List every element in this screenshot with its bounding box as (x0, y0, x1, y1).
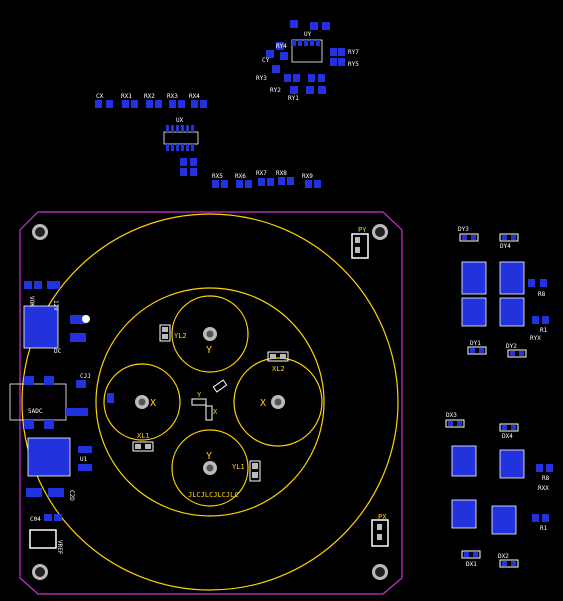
label-u1: U1 (80, 456, 88, 463)
yl2-label: YL2 (174, 332, 187, 340)
jlc-text: JLCJLCJLCJLC (188, 491, 239, 499)
coil-y-top (171, 295, 249, 373)
ux-label: UX (176, 117, 184, 124)
rx4-label: RX4 (189, 93, 200, 100)
inner-coil-circle (95, 287, 325, 517)
ryx-label: RYX (530, 335, 541, 342)
xl1-connector (132, 441, 154, 452)
label-vref: VREF (56, 540, 63, 555)
coil-label-x-left: X (150, 398, 156, 409)
r8-x-label: R8 (542, 475, 550, 482)
dx4-label: DX4 (502, 433, 513, 440)
label-12v: 12V (52, 300, 59, 311)
r1-x-label: R1 (540, 525, 548, 532)
coil-y-bottom (171, 429, 249, 507)
ry1-label: RY1 (288, 95, 299, 102)
yl2-connector (159, 324, 171, 342)
center-x-label: X (213, 408, 218, 416)
mid-row-resistors (95, 100, 207, 108)
mounting-holes (32, 224, 388, 580)
label-cjj: CJJ (80, 373, 91, 380)
px-connector (371, 519, 389, 547)
label-c04: C04 (30, 516, 41, 523)
ry2-label: RY2 (270, 87, 281, 94)
rx3-label: RX3 (167, 93, 178, 100)
rx5-label: RX5 (212, 173, 223, 180)
dy4-label: DY4 (500, 243, 511, 250)
rx2-label: RX2 (144, 93, 155, 100)
cx-label: CX (96, 93, 104, 100)
ry3-label: RY3 (256, 75, 267, 82)
center-y-label: Y (197, 391, 202, 399)
outer-coil-circle (21, 213, 399, 591)
dx3-label: DX3 (446, 412, 457, 419)
xl2-label: XL2 (272, 365, 285, 373)
r1-y-label: R1 (540, 327, 548, 334)
board-outline (19, 211, 403, 595)
label-vok: VOK (28, 296, 35, 307)
cy-label: CY (262, 57, 270, 64)
ry5-label: RY5 (348, 61, 359, 68)
center-parts (191, 379, 228, 421)
xl2-connector (267, 351, 289, 362)
dx2-label: DX2 (498, 553, 509, 560)
coil-label-y-bottom: Y (206, 451, 212, 462)
label-5adc: 5ADC (28, 408, 43, 415)
rxx-label: RXX (538, 485, 549, 492)
label-c2d: C2D (68, 490, 75, 501)
yl1-connector (249, 460, 261, 482)
dy3-label: DY3 (458, 226, 469, 233)
rx9-label: RX9 (302, 173, 313, 180)
yl1-label: YL1 (232, 463, 245, 471)
xl1-label: XL1 (137, 432, 150, 440)
coil-label-x-right: X (260, 398, 266, 409)
rx7-label: RX7 (256, 170, 267, 177)
px-label: PX (378, 513, 387, 521)
rx8-label: RX8 (276, 170, 287, 177)
label-dc: DC (54, 348, 62, 355)
r8-y-label: R8 (538, 291, 546, 298)
coil-label-y-top: Y (206, 345, 212, 356)
right-y-driver-block (459, 233, 549, 358)
left-power-section (9, 281, 114, 549)
right-x-driver-block (445, 419, 553, 568)
mid-row2-resistors (212, 177, 321, 188)
py-label: PY (358, 226, 367, 234)
ry4-label: RY4 (276, 43, 287, 50)
uy-label: UY (304, 31, 312, 38)
dy1-label: DY1 (470, 340, 481, 347)
py-connector (351, 233, 369, 259)
coil-holes (135, 327, 285, 475)
ry7-label: RY7 (348, 49, 359, 56)
uy-ic-cluster (266, 20, 345, 94)
coil-x-left (103, 363, 181, 441)
rx6-label: RX6 (235, 173, 246, 180)
dx1-label: DX1 (466, 561, 477, 568)
rx1-label: RX1 (121, 93, 132, 100)
dy2-label: DY2 (506, 343, 517, 350)
coil-x-right (233, 357, 323, 447)
ux-ic (163, 125, 199, 176)
